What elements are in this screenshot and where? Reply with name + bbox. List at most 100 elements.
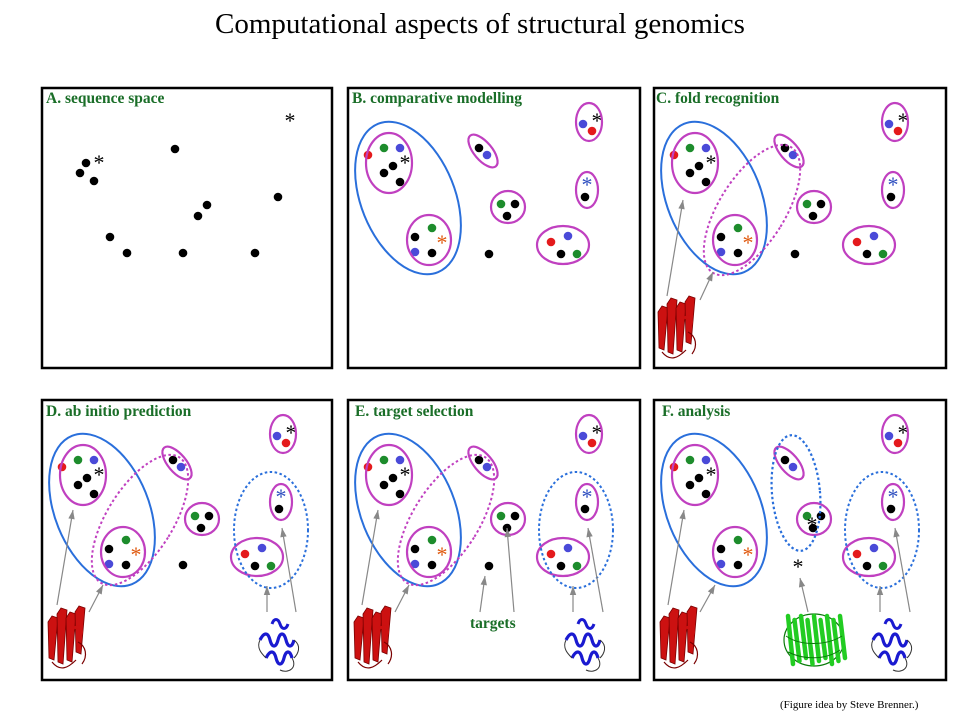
superfamily-dotted-ellipse [396,453,496,587]
dot [250,248,260,258]
barrel-strand [831,617,841,664]
loop [871,639,913,672]
beta-strand [56,607,68,665]
red-beta-sheet-protein-icon [659,605,699,669]
dot [886,192,896,202]
arrowhead [68,510,75,520]
helix [871,632,909,648]
star-marker: * [743,542,754,567]
star-marker: * [94,150,105,175]
beta-strand [677,611,689,663]
star-marker: * [793,554,804,579]
dot [427,223,437,233]
barrel-strand [785,613,796,667]
dot [274,504,284,514]
pointer-arrow [361,509,379,606]
green-beta-barrel-protein-icon [783,613,848,667]
beta-strand [668,607,680,665]
sequence-family-cluster [773,445,805,481]
panel-f: F. analysis [652,398,948,682]
star-marker: * [592,420,603,445]
beta-strand [666,297,678,355]
star-marker: * [286,420,297,445]
beta-strand [362,607,374,665]
dot [178,248,188,258]
dot [427,248,437,258]
dot [556,561,566,571]
dot [790,249,800,259]
dot [788,150,798,160]
loop [379,625,389,640]
helix [270,618,290,630]
loop [564,639,606,672]
panel-e: E. target selection [346,398,642,682]
helix [883,618,903,630]
sequence-family-cluster [405,213,453,267]
dot [716,232,726,242]
star-marker: * [898,420,909,445]
dot [193,211,203,221]
sequence-family-cluster [489,189,527,225]
dot [105,232,115,242]
structural-family-ellipse [48,432,156,588]
star-marker: * [285,108,296,133]
helix [264,650,294,666]
dot [395,143,405,153]
star-marker: * [131,542,142,567]
loop [73,625,83,640]
dot [572,561,582,571]
loop [663,641,699,669]
pointer-arrow [894,527,911,613]
star-marker: * [437,542,448,567]
dot [580,504,590,514]
dot [474,455,484,465]
panel-label: A. sequence space [46,90,165,107]
dot [701,489,711,499]
dot [104,544,114,554]
panel-label: F. analysis [662,403,730,420]
dot [474,143,484,153]
beta-strand [657,305,669,351]
sequence-family-cluster [795,501,833,537]
beta-strand [47,615,59,661]
dot [788,462,798,472]
pointer-arrow [587,527,604,613]
dot [733,560,743,570]
dot [75,168,85,178]
sequence-family-cluster [467,133,499,169]
dot [484,249,494,259]
sequence-family-cluster [161,445,193,481]
dot [196,523,206,533]
dot [204,511,214,521]
arrowhead [402,585,409,595]
dot [578,119,588,129]
dot [578,431,588,441]
arrowhead [504,528,511,538]
red-beta-sheet-protein-icon [47,605,87,669]
arrowhead [373,510,380,520]
panel-frame [652,398,948,682]
loop [258,639,300,672]
arrowhead [678,200,685,210]
star-marker: * [888,484,899,509]
pointer-arrow [56,509,74,606]
beta-strand [675,301,687,353]
dot [89,176,99,186]
star-marker: * [807,512,818,537]
star-marker: * [898,108,909,133]
star-marker: * [276,484,287,509]
barrel-strand [811,613,822,664]
superfamily-dotted-ellipse [90,453,190,587]
star-marker: * [400,462,411,487]
pointer-arrow [667,509,685,606]
panel-frame [652,86,948,370]
dot [281,438,291,448]
dot [502,211,512,221]
dot [685,168,695,178]
dot [546,237,556,247]
loop [785,635,843,659]
dot [89,455,99,465]
helix [576,618,596,630]
sequence-family-cluster [574,482,600,522]
star-marker: * [888,172,899,197]
